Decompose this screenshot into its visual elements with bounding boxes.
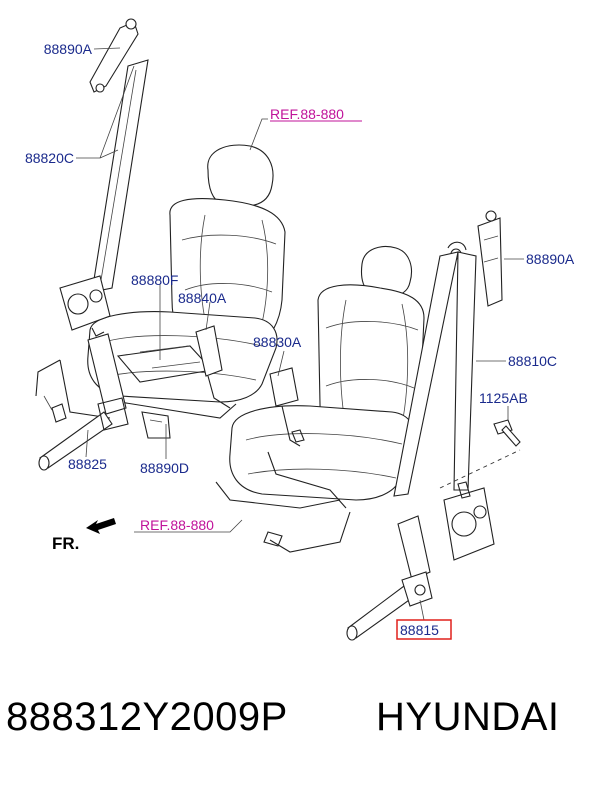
label-bracket-left: 88890D (140, 460, 189, 476)
seat-belt-diagram: 88890A 88820C REF.88-880 88880F 88840A 8… (25, 18, 575, 641)
callout-labels: 88890A 88820C REF.88-880 88880F 88840A 8… (25, 41, 575, 640)
brand-name: HYUNDAI (376, 695, 560, 739)
right-belt-assembly (346, 210, 521, 641)
label-buckle-left: 88840A (178, 290, 227, 306)
label-forward: FR. (52, 534, 79, 553)
part-number: 888312Y2009P (6, 695, 288, 739)
label-belt-left: 88820C (25, 150, 74, 166)
label-ref-top: REF.88-880 (270, 106, 344, 122)
highlight-box (396, 619, 452, 640)
left-belt-assembly (38, 18, 149, 471)
leader-lines (76, 47, 524, 621)
label-anchor-left: 88825 (68, 456, 107, 472)
label-belt-right: 88810C (508, 353, 557, 369)
label-guide-upper-left: 88890A (44, 41, 93, 57)
label-bolt: 1125AB (479, 390, 528, 406)
right-seat (215, 246, 425, 553)
label-ref-bottom: REF.88-880 (140, 517, 214, 533)
footer-caption: 888312Y2009P HYUNDAI (0, 695, 600, 755)
label-cover-left: 88880F (131, 272, 178, 288)
label-guide-upper-right: 88890A (526, 251, 575, 267)
label-buckle-right: 88830A (253, 334, 302, 350)
forward-arrow-icon (86, 518, 116, 534)
label-pretensioner: 88815 (400, 622, 439, 638)
